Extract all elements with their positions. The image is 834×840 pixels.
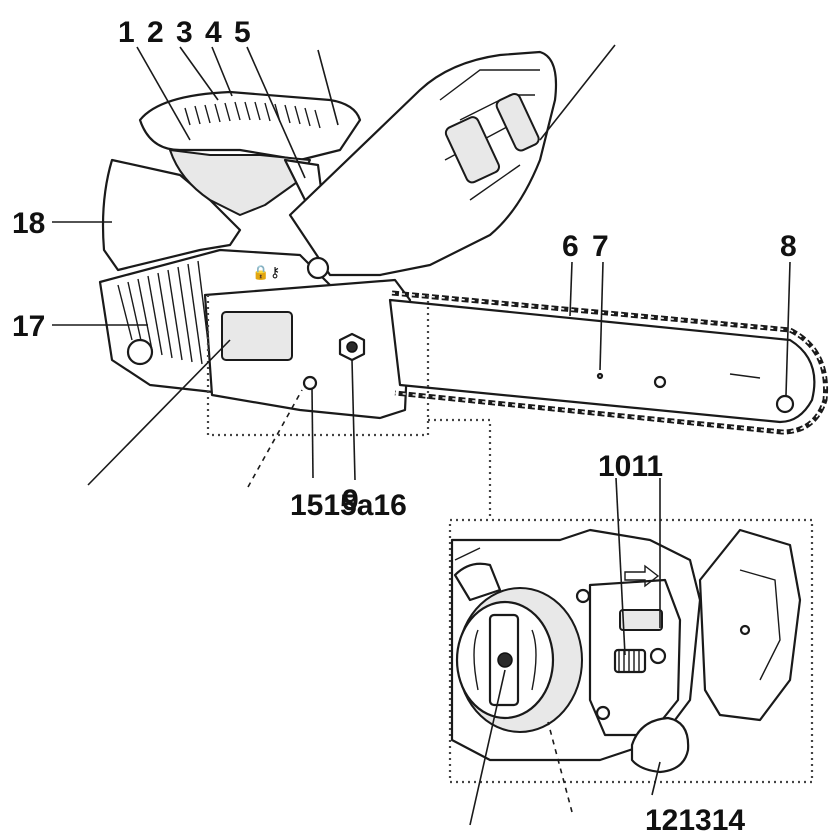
callout-4: 4 (205, 16, 222, 49)
chainsaw-body: 🔒 ⚷ (98, 50, 558, 420)
grip-texture (184, 101, 321, 129)
leader-lines (52, 44, 791, 826)
callout-15-15a-16: 1515a16 (290, 489, 407, 522)
callout-17: 17 (12, 310, 45, 343)
detail-inset (448, 518, 814, 784)
saw-chain (391, 290, 829, 435)
callout-2: 2 (147, 16, 164, 49)
guide-bar (388, 298, 816, 424)
callout-6: 6 (562, 230, 579, 263)
callout-9: 9 (342, 484, 359, 517)
callout-labels: 1 2 3 4 5 6 7 8 18 17 1515a16 9 1011 121… (12, 16, 797, 837)
callout-1: 1 (118, 16, 135, 49)
callout-5: 5 (234, 16, 251, 49)
callout-7: 7 (592, 230, 609, 263)
callout-3: 3 (176, 16, 193, 49)
callout-12-13-14: 121314 (645, 804, 745, 837)
svg-text:⚷: ⚷ (270, 265, 280, 281)
callout-8: 8 (780, 230, 797, 263)
callout-10-11: 1011 (598, 450, 663, 483)
callout-18: 18 (12, 207, 45, 240)
svg-text:🔒: 🔒 (252, 265, 269, 281)
